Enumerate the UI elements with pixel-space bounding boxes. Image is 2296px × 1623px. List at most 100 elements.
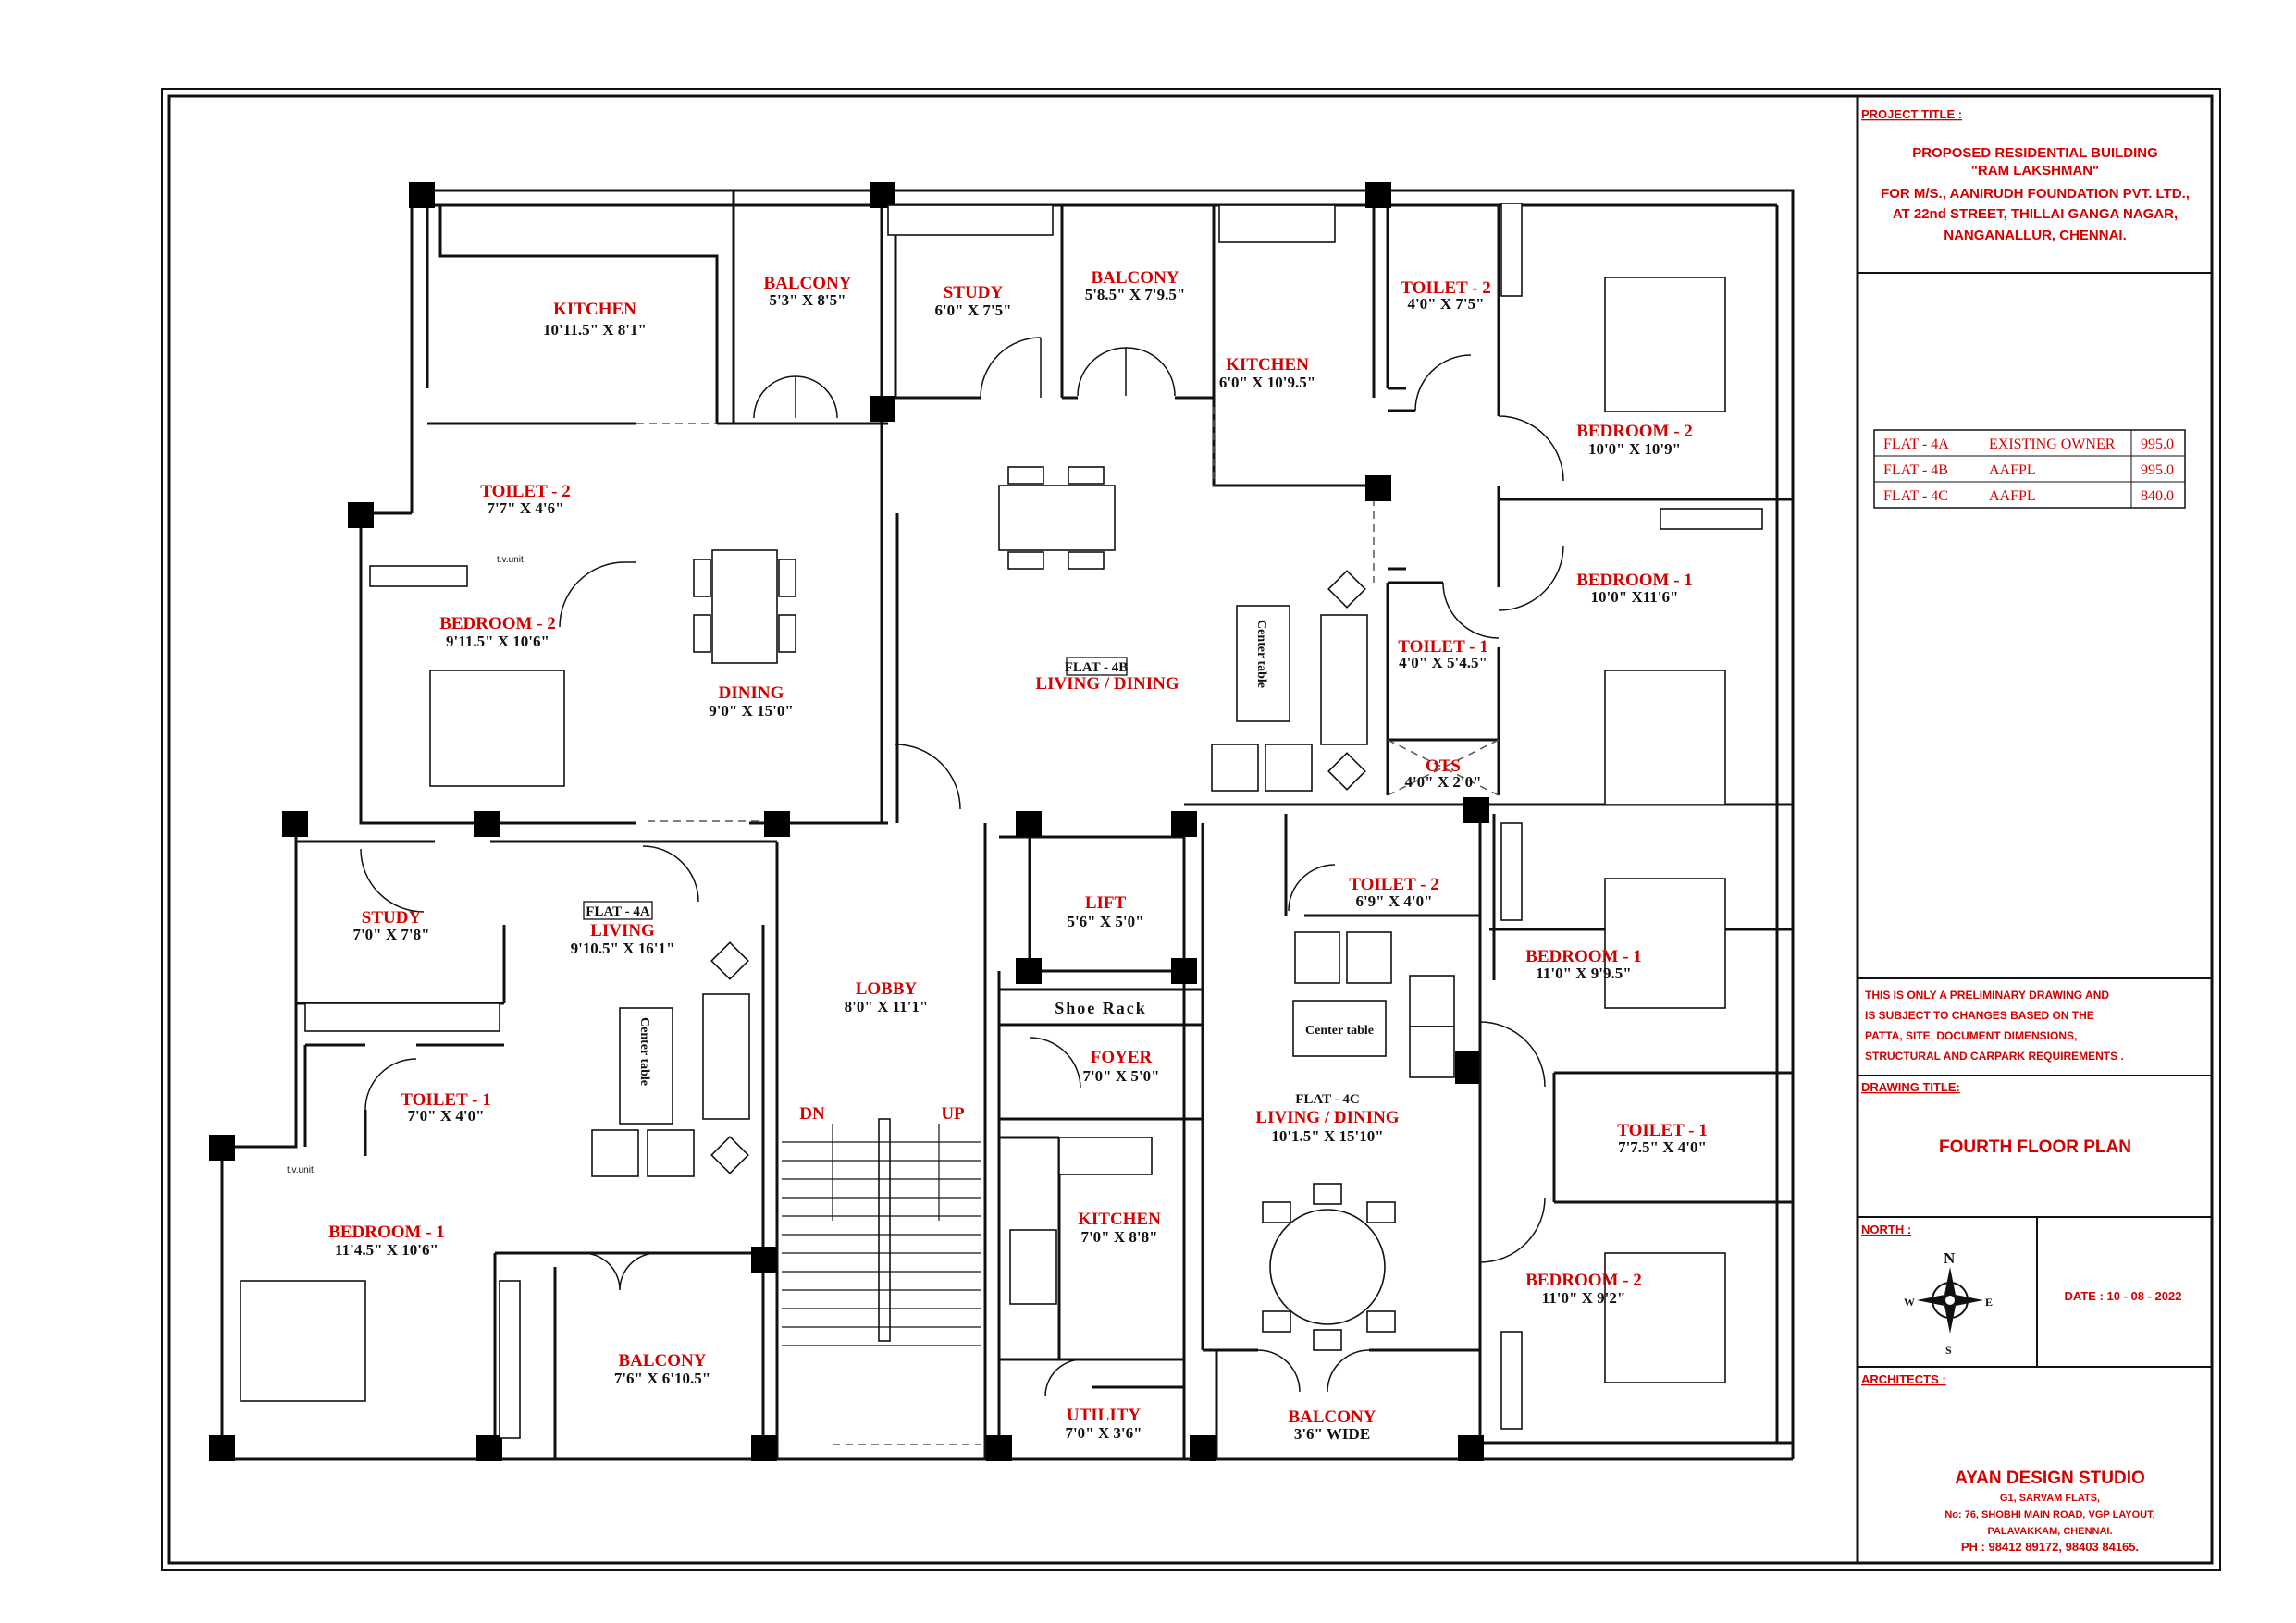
room-dim-toilet1-4b: 4'0" X 5'4.5" [1399,654,1487,671]
furniture [240,203,1763,1439]
room-name-kitchen-4c: KITCHEN [1078,1210,1161,1229]
doors [360,337,1564,1397]
architect-phone: PH : 98412 89172, 98403 84165. [1961,1540,2139,1554]
room-name-balcony-4c: BALCONY [1288,1408,1376,1427]
room-name-toilet1-4a: TOILET - 1 [401,1090,491,1110]
room-dim-balcony-2: 5'8.5" X 7'9.5" [1085,286,1186,303]
room-name-living-4c: LIVING / DINING [1255,1108,1399,1127]
project-line-2: "RAM LAKSHMAN" [1971,163,2099,178]
room-dim-dining-4a: 9'0" X 15'0" [709,702,794,719]
room-name-balcony-4a: BALCONY [618,1351,706,1371]
room-dim-balcony-4c: 3'6" WIDE [1294,1425,1370,1443]
plan-dashed-openings [636,407,1500,1445]
room-dim-bedroom2-4b: 10'0" X 10'9" [1588,440,1681,458]
note-line-4: STRUCTURAL AND CARPARK REQUIREMENTS . [1865,1050,2124,1063]
room-name-dining-4a: DINING [719,683,784,703]
project-line-4: AT 22nd STREET, THILLAI GANGA NAGAR, [1893,206,2178,222]
architect-line-3: PALAVAKKAM, CHENNAI. [1987,1526,2112,1537]
room-name-kitchen-4b: KITCHEN [1226,355,1309,375]
room-name-bedroom2-4a: BEDROOM - 2 [439,614,556,633]
room-dim-utility: 7'0" X 3'6" [1065,1424,1142,1442]
room-name-lift: LIFT [1085,893,1127,913]
note-line-2: IS SUBJECT TO CHANGES BASED ON THE [1865,1009,2094,1022]
room-name-ots: OTS [1426,756,1461,776]
stair-dn-label: DN [799,1104,825,1124]
room-dim-kitchen-4c: 7'0" X 8'8" [1080,1228,1157,1246]
shoe-rack-label: Shoe Rack [1055,999,1147,1017]
room-dim-foyer: 7'0" X 5'0" [1082,1067,1159,1085]
room-dim-lobby: 8'0" X 11'1" [845,998,929,1015]
title-block: PROJECT TITLE : PROPOSED RESIDENTIAL BUI… [1856,96,2212,1563]
flat-4c-owner: AAFPL [1989,488,2036,504]
north-arrow-icon [1917,1267,1983,1334]
room-name-balcony-2: BALCONY [1091,268,1179,288]
room-dim-study-4a: 7'0" X 7'8" [352,926,429,943]
room-dim-toilet2-4a: 7'7" X 4'6" [487,499,563,517]
project-line-1: PROPOSED RESIDENTIAL BUILDING [1912,145,2158,161]
sheet-outer-border [161,88,2221,1571]
note-line-3: PATTA, SITE, DOCUMENT DIMENSIONS, [1865,1029,2077,1042]
room-dim-balcony-1: 5'3" X 8'5" [769,291,846,309]
flat-4b-area: 995.0 [2141,462,2174,478]
room-dim-kitchen-4b: 6'0" X 10'9.5" [1219,374,1315,391]
stair-up-label: UP [941,1104,965,1124]
room-dim-lift: 5'6" X 5'0" [1067,913,1143,930]
room-dim-bedroom1-4b: 10'0" X11'6" [1591,588,1679,606]
room-dim-living-4a: 9'10.5" X 16'1" [571,940,675,957]
compass-e: E [1985,1296,1993,1309]
room-dim-toilet2-4b: 4'0" X 7'5" [1407,295,1484,313]
flat-4b-name: FLAT - 4B [1883,462,1948,478]
center-table-label-4b: Center table [1254,620,1268,688]
staircase [782,1124,981,1346]
room-dim-bedroom1-4c: 11'0" X 9'9.5" [1536,965,1631,982]
center-table-label-4a: Center table [637,1017,651,1086]
room-name-bedroom2-4b: BEDROOM - 2 [1576,422,1693,441]
plan-walls [220,189,1795,1461]
room-name-bedroom2-4c: BEDROOM - 2 [1525,1271,1642,1290]
compass-n: N [1944,1249,1956,1267]
flat-tags: FLAT - 4B FLAT - 4A FLAT - 4C [583,657,1360,1107]
room-labels: KITCHEN 10'11.5" X 8'1" BALCONY 5'3" X 8… [328,268,1708,1443]
flat-tag-4b: FLAT - 4B [1065,660,1129,675]
drawing-title: FOURTH FLOOR PLAN [1939,1137,2131,1157]
room-dim-kitchen-4a: 10'11.5" X 8'1" [543,321,647,338]
drawing-date: DATE : 10 - 08 - 2022 [2065,1289,2182,1303]
room-dim-toilet1-4c: 7'7.5" X 4'0" [1618,1138,1707,1156]
room-name-living-4a: LIVING [590,921,655,941]
room-dim-bedroom1-4a: 11'4.5" X 10'6" [335,1241,438,1259]
project-title-label: PROJECT TITLE : [1861,107,1962,121]
room-name-study-4b: STUDY [944,283,1004,302]
drawing-title-label: DRAWING TITLE: [1861,1080,1960,1094]
structural-columns [209,182,1489,1461]
room-name-study-4a: STUDY [362,908,422,928]
flat-4a-name: FLAT - 4A [1883,436,1949,452]
room-name-toilet2-4a: TOILET - 2 [480,482,571,501]
flat-4c-area: 840.0 [2141,488,2174,504]
room-name-toilet2-4c: TOILET - 2 [1349,875,1439,894]
flat-4a-area: 995.0 [2141,436,2174,452]
room-name-lobby: LOBBY [856,979,918,999]
project-line-5: NANGANALLUR, CHENNAI. [1944,227,2127,243]
room-dim-ots: 4'0" X 2'0" [1404,773,1481,791]
room-name-bedroom1-4a: BEDROOM - 1 [328,1223,445,1242]
room-name-living-4b: LIVING / DINING [1035,674,1179,694]
flat-tag-4a: FLAT - 4A [586,904,650,919]
room-dim-living-4c: 10'1.5" X 15'10" [1271,1127,1383,1145]
flat-area-table: FLAT - 4A EXISTING OWNER 995.0 FLAT - 4B… [1873,429,2186,509]
room-name-kitchen-4a: KITCHEN [553,300,636,319]
room-name-balcony-1: BALCONY [763,274,851,293]
room-name-toilet2-4b: TOILET - 2 [1401,278,1491,298]
center-table-label-4c: Center table [1305,1024,1374,1038]
room-dim-balcony-4a: 7'6" X 6'10.5" [614,1370,710,1387]
architects-label: ARCHITECTS : [1861,1372,1946,1386]
compass-s: S [1945,1344,1952,1357]
room-name-bedroom1-4c: BEDROOM - 1 [1525,947,1642,966]
flat-tag-4c: FLAT - 4C [1295,1092,1359,1107]
room-dim-study-4b: 6'0" X 7'5" [934,301,1011,319]
tv-unit-label-1: t.v.unit [497,555,524,565]
room-name-bedroom1-4b: BEDROOM - 1 [1576,571,1693,590]
architect-line-2: No: 76, SHOBHI MAIN ROAD, VGP LAYOUT, [1944,1509,2154,1520]
room-dim-toilet2-4c: 6'9" X 4'0" [1355,892,1432,910]
compass-w: W [1904,1296,1915,1309]
